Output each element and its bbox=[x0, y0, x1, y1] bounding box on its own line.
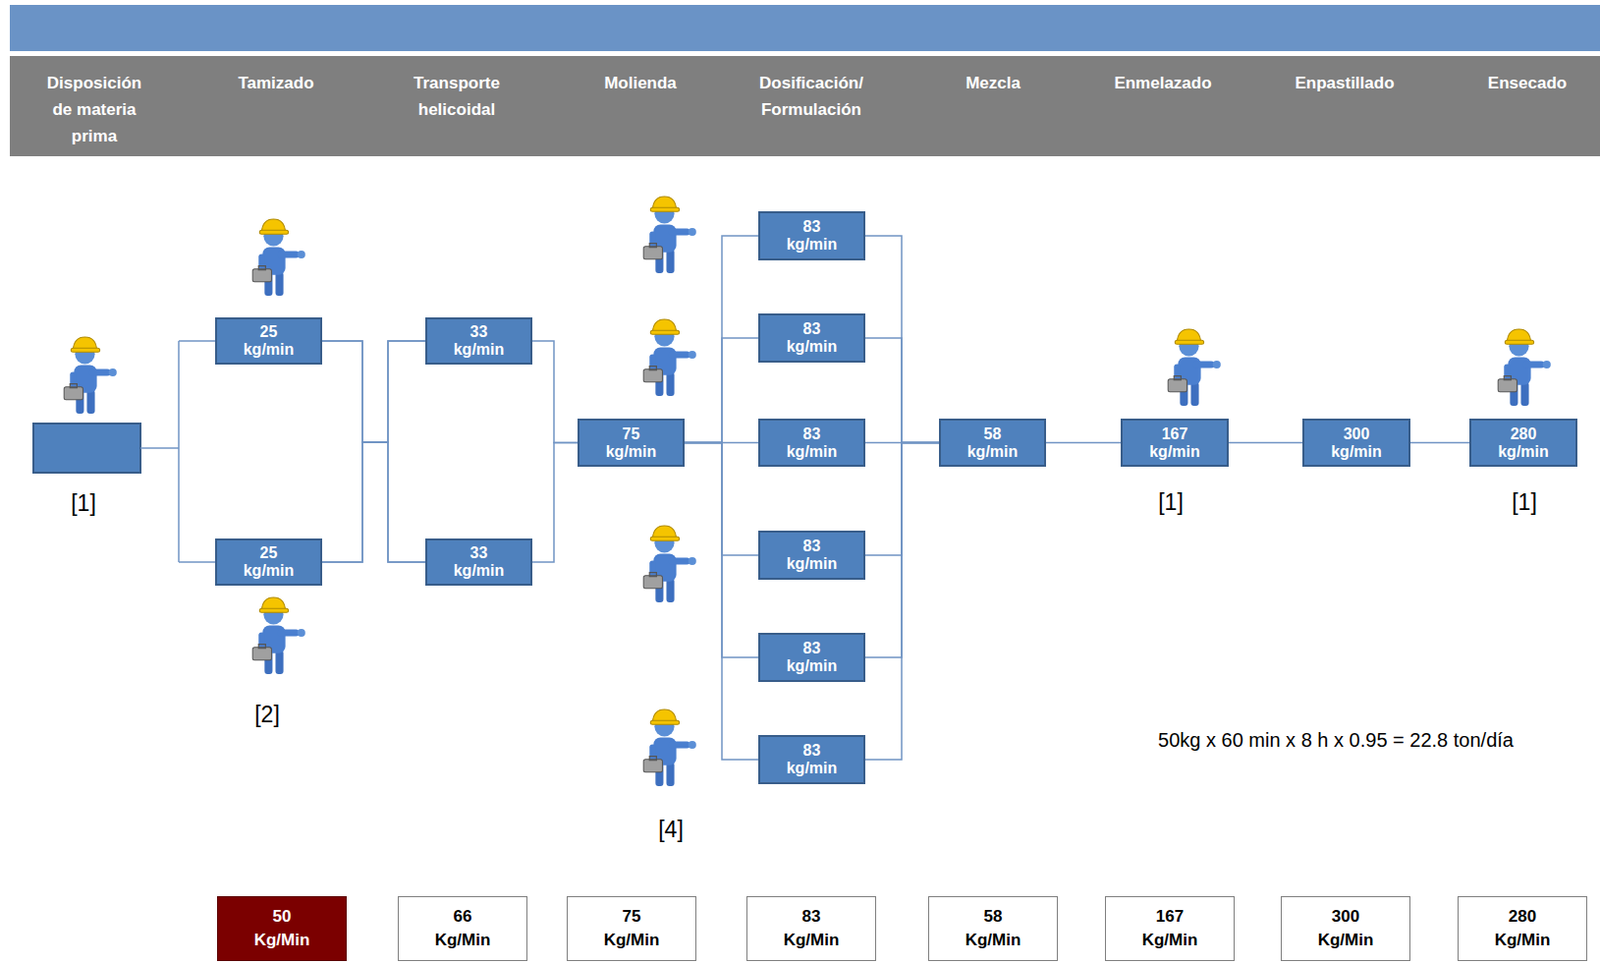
rate-text: 66 Kg/Min bbox=[435, 904, 492, 952]
box-text: 75 kg/min bbox=[606, 425, 658, 461]
stage-header: Enpastillado bbox=[1283, 69, 1407, 97]
flow-connector bbox=[322, 340, 426, 442]
stage-header: Mezcla bbox=[943, 69, 1043, 97]
rate-box: 83 Kg/Min bbox=[746, 895, 877, 961]
rate-box: 66 Kg/Min bbox=[397, 895, 528, 961]
flow-connector bbox=[1410, 441, 1470, 444]
box-text: 280 kg/min bbox=[1497, 425, 1549, 461]
bottleneck-box: 50 Kg/Min bbox=[217, 895, 347, 961]
flow-connector bbox=[532, 442, 578, 563]
worker-count: [4] bbox=[658, 816, 684, 843]
rate-text: 58 Kg/Min bbox=[965, 904, 1022, 952]
rate-box: 167 Kg/Min bbox=[1104, 895, 1235, 961]
worker-count: [2] bbox=[254, 701, 280, 728]
rate-box: 300 Kg/Min bbox=[1280, 895, 1411, 961]
stage-header: Molienda bbox=[581, 69, 700, 97]
stage-header: Disposición de materia prima bbox=[38, 69, 152, 150]
process-box: 33 kg/min bbox=[425, 317, 533, 365]
worker-count: [1] bbox=[70, 490, 97, 517]
box-text: 167 kg/min bbox=[1149, 425, 1201, 461]
process-box: 83 kg/min bbox=[758, 418, 866, 467]
stage-header: Dosificación/ Formulación bbox=[750, 69, 874, 123]
process-box: 25 kg/min bbox=[215, 538, 323, 586]
flow-connector bbox=[865, 337, 939, 443]
worker-count: [1] bbox=[1158, 489, 1184, 516]
process-box: 75 kg/min bbox=[577, 418, 685, 467]
process-box: 83 kg/min bbox=[758, 632, 866, 682]
stage-header: Tamizado bbox=[217, 69, 335, 97]
stage-header: Transporte helicoidal bbox=[400, 69, 514, 123]
rate-text: 75 Kg/Min bbox=[604, 904, 661, 952]
flow-connector bbox=[684, 235, 759, 443]
box-text: 83 kg/min bbox=[786, 639, 838, 675]
process-box: 167 kg/min bbox=[1120, 418, 1229, 467]
box-text: 300 kg/min bbox=[1330, 425, 1382, 461]
worker-icons bbox=[63, 196, 1551, 786]
flow-connector bbox=[1228, 441, 1303, 444]
box-text: 58 kg/min bbox=[967, 425, 1019, 461]
process-box: 83 kg/min bbox=[758, 734, 866, 784]
flow-connector bbox=[322, 441, 426, 562]
flow-connector bbox=[1046, 441, 1121, 444]
process-box: 83 kg/min bbox=[758, 530, 866, 580]
process-box: 83 kg/min bbox=[758, 313, 866, 363]
rate-text: 83 Kg/Min bbox=[783, 904, 840, 952]
stage-header: Enmelazado bbox=[1103, 69, 1222, 97]
flow-connector bbox=[322, 340, 426, 562]
top-band bbox=[9, 4, 1600, 52]
raw-material-box bbox=[33, 423, 141, 473]
flow-connector bbox=[532, 340, 578, 443]
flow-connector bbox=[865, 442, 939, 761]
flow-connector bbox=[684, 442, 759, 761]
box-text: 33 kg/min bbox=[453, 544, 505, 580]
box-text: 25 kg/min bbox=[243, 323, 295, 359]
box-text: 83 kg/min bbox=[786, 218, 838, 254]
box-text: 83 kg/min bbox=[786, 320, 838, 356]
box-text: 83 kg/min bbox=[786, 425, 838, 461]
process-box: 25 kg/min bbox=[215, 317, 323, 365]
box-text: 33 kg/min bbox=[453, 323, 505, 359]
rate-text: 280 Kg/Min bbox=[1494, 904, 1551, 952]
worker-count: [1] bbox=[1511, 489, 1538, 516]
box-text: 83 kg/min bbox=[786, 537, 838, 573]
header-band: Disposición de materia prima Tamizado Tran… bbox=[9, 55, 1600, 157]
flow-connector bbox=[865, 235, 939, 443]
stage-header: Ensecado bbox=[1478, 69, 1577, 97]
flow-connector bbox=[684, 337, 759, 443]
process-box: 58 kg/min bbox=[938, 418, 1047, 467]
process-box: 33 kg/min bbox=[425, 538, 533, 586]
process-box: 280 kg/min bbox=[1469, 418, 1578, 467]
rate-text: 167 Kg/Min bbox=[1142, 904, 1199, 952]
box-text: 83 kg/min bbox=[786, 741, 838, 777]
capacity-formula: 50kg x 60 min x 8 h x 0.95 = 22.8 ton/dí… bbox=[1158, 728, 1514, 752]
rate-box: 280 Kg/Min bbox=[1457, 895, 1588, 961]
flow-connector bbox=[322, 340, 426, 562]
rate-text: 50 Kg/Min bbox=[254, 904, 311, 952]
feed-lines bbox=[140, 340, 216, 562]
rate-text: 300 Kg/Min bbox=[1318, 904, 1375, 952]
box-text: 25 kg/min bbox=[243, 544, 295, 580]
process-box: 83 kg/min bbox=[758, 211, 866, 261]
rate-box: 58 Kg/Min bbox=[928, 895, 1058, 961]
rate-box: 75 Kg/Min bbox=[566, 895, 697, 961]
process-box: 300 kg/min bbox=[1302, 418, 1411, 467]
